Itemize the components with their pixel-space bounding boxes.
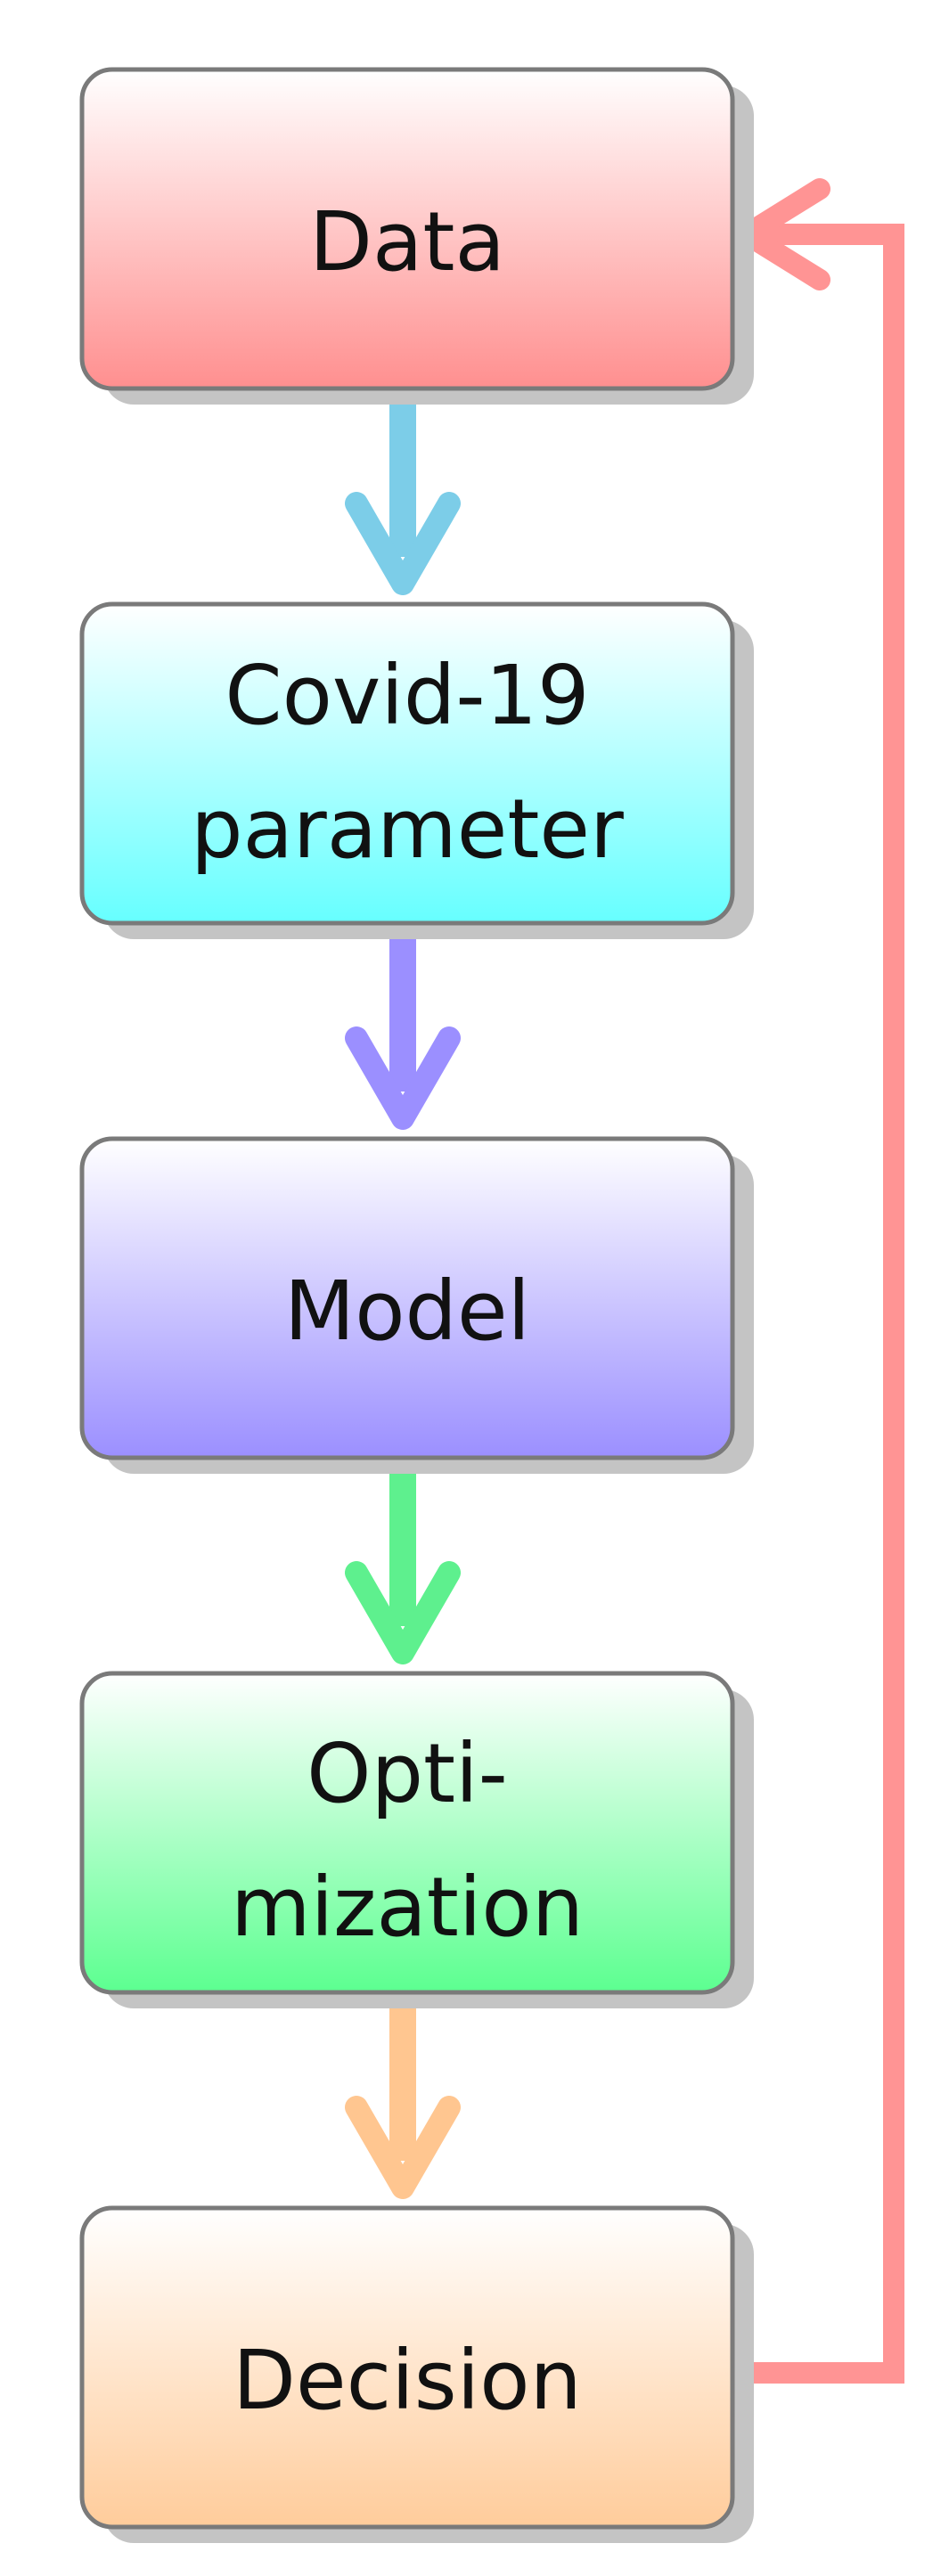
node-label: Data: [309, 194, 505, 290]
edge-covid-parameter-to-model: [345, 927, 461, 1130]
node-label: Decision: [233, 2333, 582, 2428]
arrowhead-icon: [345, 1561, 461, 1664]
node-decision: Decision: [79, 2205, 754, 2543]
arrowhead-icon: [345, 2096, 461, 2199]
arrowhead-icon: [345, 492, 461, 595]
node-label-line-1: Covid-19: [225, 648, 589, 743]
edge-decision-to-data-feedback: [736, 178, 904, 2384]
arrowhead-icon: [345, 1026, 461, 1130]
node-optimization: Opti- mization: [79, 1671, 754, 2008]
edge-data-to-covid-parameter: [345, 392, 461, 595]
node-data: Data: [79, 67, 754, 405]
node-label-line-2: parameter: [191, 781, 624, 877]
edge-model-to-optimization: [345, 1461, 461, 1664]
edge-optimization-to-decision: [345, 1996, 461, 2199]
node-covid-19-parameter: Covid-19 parameter: [79, 601, 754, 939]
node-model: Model: [79, 1136, 754, 1474]
node-label-line-1: Opti-: [307, 1726, 508, 1821]
node-label-line-2: mization: [231, 1860, 584, 1955]
node-label: Model: [284, 1263, 530, 1359]
